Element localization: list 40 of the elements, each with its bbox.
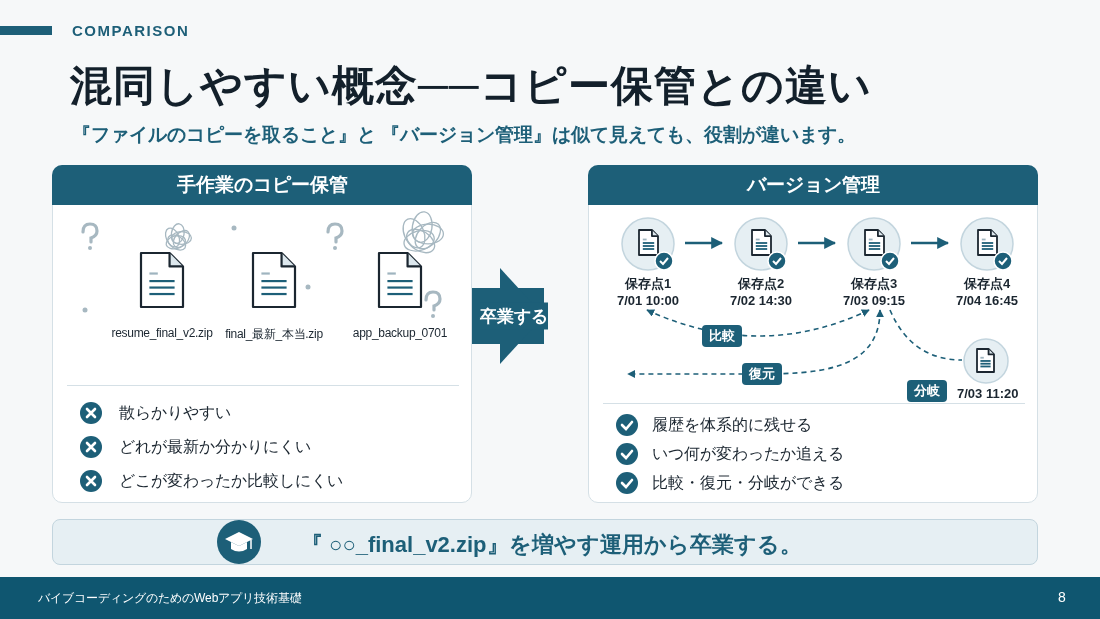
- timestamp: 7/04 16:45: [954, 293, 1020, 308]
- arrow: [627, 309, 884, 378]
- panel-card: [588, 165, 1038, 503]
- arrow: [798, 237, 837, 249]
- message-banner: [52, 519, 1038, 565]
- section-label: COMPARISON: [72, 22, 190, 39]
- save-point-label: 保存点2: [736, 275, 786, 293]
- panel-header: バージョン管理: [588, 165, 1038, 205]
- bullet-text: 散らかりやすい: [119, 403, 231, 423]
- block-arrow: [472, 268, 544, 364]
- footer-text: バイブコーディングのためのWebアプリ技術基礎: [38, 590, 303, 607]
- timestamp: 7/03 09:15: [841, 293, 907, 308]
- bullet-text: いつ何が変わったか追える: [652, 444, 844, 464]
- page-number: 8: [1058, 589, 1066, 605]
- panel-card: [52, 165, 472, 503]
- bullet-text: 履歴を体系的に残せる: [652, 415, 812, 435]
- arrow: [646, 309, 870, 337]
- edge-label: 卒業する: [480, 302, 548, 330]
- save-point-label: 保存点4: [962, 275, 1012, 293]
- file-name: final_最新_本当.zip: [224, 326, 324, 343]
- title: 混同しやすい概念──コピー保管との違い: [70, 61, 872, 111]
- edge-label: 比較: [702, 325, 742, 347]
- banner-text: 『 ○○_final_v2.zip』を増やす運用から卒業する。: [301, 531, 802, 559]
- file-name: app_backup_0701: [351, 326, 449, 340]
- save-point-label: 保存点1: [623, 275, 673, 293]
- subtitle: 『ファイルのコピーを取ること』と 『バージョン管理』は似て見えても、役割が違います。: [72, 123, 857, 147]
- file-name: resume_final_v2.zip: [110, 326, 214, 340]
- timestamp: 7/03 11:20: [957, 386, 1019, 401]
- save-point-label: 保存点3: [849, 275, 899, 293]
- arrow: [911, 237, 950, 249]
- branch-point-icon: [963, 338, 1009, 384]
- edge-label: 分岐: [907, 380, 947, 402]
- edge-label: 復元: [742, 363, 782, 385]
- timestamp: 7/02 14:30: [728, 293, 794, 308]
- bullet-text: どこが変わったか比較しにくい: [119, 471, 343, 491]
- timestamp: 7/01 10:00: [615, 293, 681, 308]
- arrow: [685, 237, 724, 249]
- bullet-text: どれが最新か分かりにくい: [119, 437, 311, 457]
- bullet-text: 比較・復元・分岐ができる: [652, 473, 844, 493]
- panel-header: 手作業のコピー保管: [52, 165, 472, 205]
